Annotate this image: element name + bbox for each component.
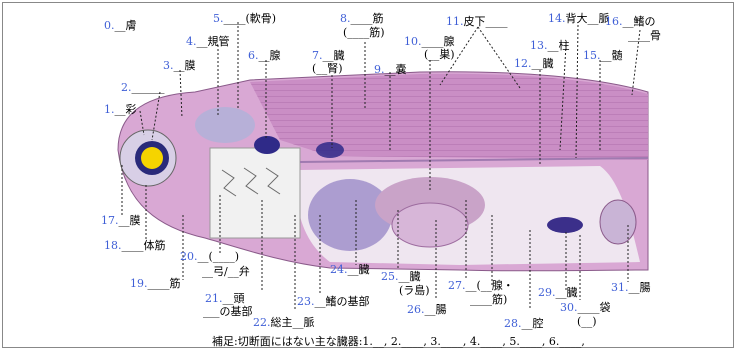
label-30-sub: (__) <box>577 316 597 328</box>
tail-section <box>600 200 636 244</box>
head-gland <box>254 136 280 154</box>
label-21-sub: ___の基部 <box>203 306 253 318</box>
gill-region <box>210 148 300 238</box>
label-1: 1.__彩 <box>104 104 137 116</box>
label-8: 8.____筋 <box>340 13 384 25</box>
label-26: 26.__腸 <box>407 304 447 316</box>
label-31: 31.__腸 <box>611 282 651 294</box>
label-2: 2.______ <box>121 82 165 94</box>
label-18: 18.____体筋 <box>104 240 166 252</box>
label-17: 17.__膜 <box>101 215 141 227</box>
label-0: 0.__膚 <box>104 20 137 32</box>
dorsal-muscle <box>250 74 648 160</box>
eye-lens <box>141 147 163 169</box>
label-16-sub: ____骨 <box>628 30 661 42</box>
label-11: 11.皮下____ <box>446 16 508 28</box>
label-10-sub: (__巣) <box>424 49 455 61</box>
brain-region <box>195 107 255 143</box>
label-5: 5.____(軟骨) <box>213 13 276 25</box>
label-20: 20.__(____) <box>180 251 239 263</box>
label-19: 19.____筋 <box>130 278 181 290</box>
label-30: 30.____袋 <box>560 302 611 314</box>
label-16: 16.__鰭の <box>605 16 656 28</box>
label-13: 13.__柱 <box>530 40 570 52</box>
label-25-sub: (ラ島) <box>399 285 430 297</box>
label-9: 9.__嚢 <box>374 64 407 76</box>
label-27: 27.__(__腺・ <box>448 280 514 292</box>
label-14: 14.背大__脈 <box>548 13 610 25</box>
label-3: 3.__膜 <box>163 60 196 72</box>
spleen-mark <box>547 217 583 233</box>
label-28: 28.__腔 <box>504 318 544 330</box>
label-6: 6.__腺 <box>248 50 281 62</box>
label-20-sub: __弓/__弁 <box>202 266 250 278</box>
label-29: 29.__臓 <box>538 287 578 299</box>
kidney-mark <box>316 142 344 158</box>
label-27-sub: ____筋) <box>470 294 507 306</box>
label-12: 12.__臓 <box>514 58 554 70</box>
label-15: 15.__髄 <box>583 50 623 62</box>
footnote: 補足:切断面にはない主な臓器:1.__, 2.____, 3.____, 4._… <box>212 333 585 349</box>
label-22: 22.総主__脈 <box>253 317 315 329</box>
label-23: 23.__鰭の基部 <box>297 296 370 308</box>
label-7: 7.__臓 <box>312 50 345 62</box>
intestine-coil <box>392 203 468 247</box>
label-21: 21.__頭 <box>205 293 245 305</box>
label-25: 25.__臓 <box>381 271 421 283</box>
label-7-sub: (__腎) <box>312 63 343 75</box>
label-4: 4.__規管 <box>186 36 230 48</box>
label-8-sub: (____筋) <box>343 27 385 39</box>
label-24: 24.__臓 <box>330 264 370 276</box>
label-10: 10.____腺 <box>404 36 455 48</box>
